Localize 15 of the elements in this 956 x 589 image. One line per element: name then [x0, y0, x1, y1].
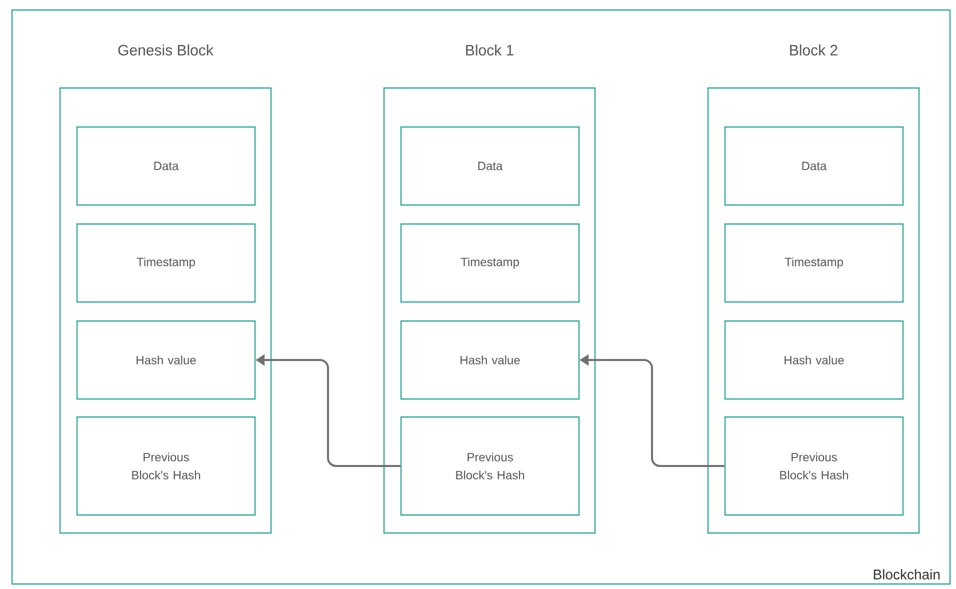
field-box: Timestamp: [724, 223, 904, 303]
field-box: Data: [76, 126, 256, 206]
field-box: Previous Block's Hash: [724, 416, 904, 516]
node-label: Genesis Block: [118, 44, 214, 56]
field-box: Previous Block's Hash: [76, 416, 256, 516]
field-box: Hash value: [724, 320, 904, 400]
field-box: Hash value: [76, 320, 256, 400]
field-box: Timestamp: [400, 223, 580, 303]
field-box: Hash value: [400, 320, 580, 400]
field-box: Timestamp: [76, 223, 256, 303]
field-box: Data: [724, 126, 904, 206]
field-box: Data: [400, 126, 580, 206]
field-box: Previous Block's Hash: [400, 416, 580, 516]
node-label: Block 2: [790, 44, 838, 56]
node-label: Block 1: [466, 44, 514, 56]
